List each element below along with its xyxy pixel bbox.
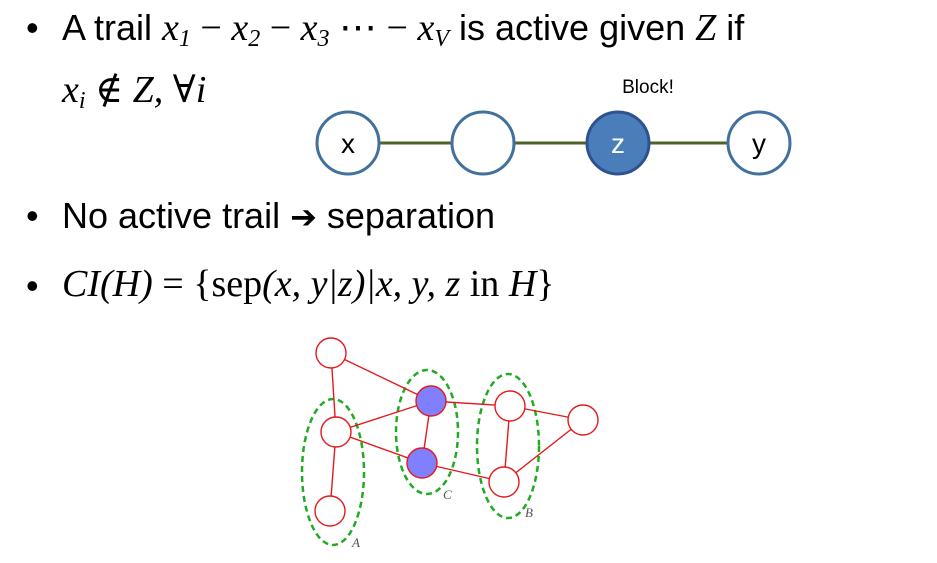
trail-node (450, 110, 516, 176)
graph-node-observed (415, 385, 447, 417)
graph-edge (503, 419, 584, 483)
set-b-label: B (525, 505, 533, 520)
graph-node-observed (406, 447, 438, 479)
trail-node (315, 110, 381, 176)
math-dash-2: − (260, 7, 301, 49)
math-h: H (508, 263, 537, 305)
graph-edge (330, 352, 432, 402)
bullet-1-condition: xi ∉ Z, ∀i (62, 70, 206, 121)
trail-node (726, 110, 792, 176)
trail-node-blocked (585, 110, 651, 176)
bullet-2-text-b: separation (316, 195, 496, 236)
graph-node (315, 337, 347, 369)
bullet-1-marker: • (26, 7, 39, 48)
block-label: Block! (622, 77, 674, 98)
set-c-label: C (443, 487, 452, 502)
bullet-3-formula: CI(H) = {sep(x, y|z)|x, y, z in H} (62, 264, 555, 304)
bullet-2-text: No active trail ➔ separation (62, 196, 495, 237)
bullet-1-text-b: is active given (449, 7, 696, 48)
set-a-ellipse (300, 397, 366, 547)
bullet-3-marker: • (26, 265, 39, 306)
set-b-ellipse (475, 372, 541, 520)
math-xi: xi (62, 69, 86, 114)
graph-nodes (314, 337, 599, 527)
bullet-1-text: A trail x1 − x2 − x3 ⋯ − xV is active gi… (62, 8, 744, 59)
bullet-1-text-c: if (716, 7, 745, 48)
graph-node (494, 390, 526, 422)
graph-node (314, 495, 346, 527)
set-a-label: A (351, 535, 360, 550)
math-ci-h: CI(H) (62, 263, 153, 305)
trail-node-label: z (611, 128, 625, 159)
graph-node (567, 404, 599, 436)
graph-node (488, 466, 520, 498)
right-arrow-icon: ➔ (290, 198, 317, 236)
math-xv: xV (417, 7, 450, 52)
trail-diagram: Block! x z y (315, 77, 792, 176)
graph-edges (329, 352, 584, 512)
set-c-ellipse (394, 368, 460, 496)
math-x3: x3 (300, 7, 330, 52)
graph-edge (335, 400, 432, 433)
trail-node-label: x (341, 128, 355, 159)
bullet-2-marker: • (26, 195, 39, 236)
math-equals: = { (152, 263, 212, 305)
math-sep: sep (211, 263, 263, 305)
math-dots: ⋯ − (329, 7, 418, 49)
math-x1: x1 (162, 7, 191, 52)
trail-node-label: y (752, 128, 766, 159)
math-x2: x2 (231, 7, 261, 52)
bullet-2-text-a: No active trail (62, 195, 291, 236)
math-sep-args: (x, y|z)|x, y, z (262, 263, 461, 305)
math-z: Z (695, 7, 717, 49)
graph-node (320, 416, 352, 448)
math-condition: ∉ Z, ∀i (85, 69, 207, 111)
math-close-brace: } (536, 263, 555, 305)
math-in: in (460, 263, 509, 305)
separator-sets (300, 368, 541, 547)
bullet-1-text-a: A trail (62, 7, 163, 48)
math-dash-1: − (190, 7, 232, 49)
